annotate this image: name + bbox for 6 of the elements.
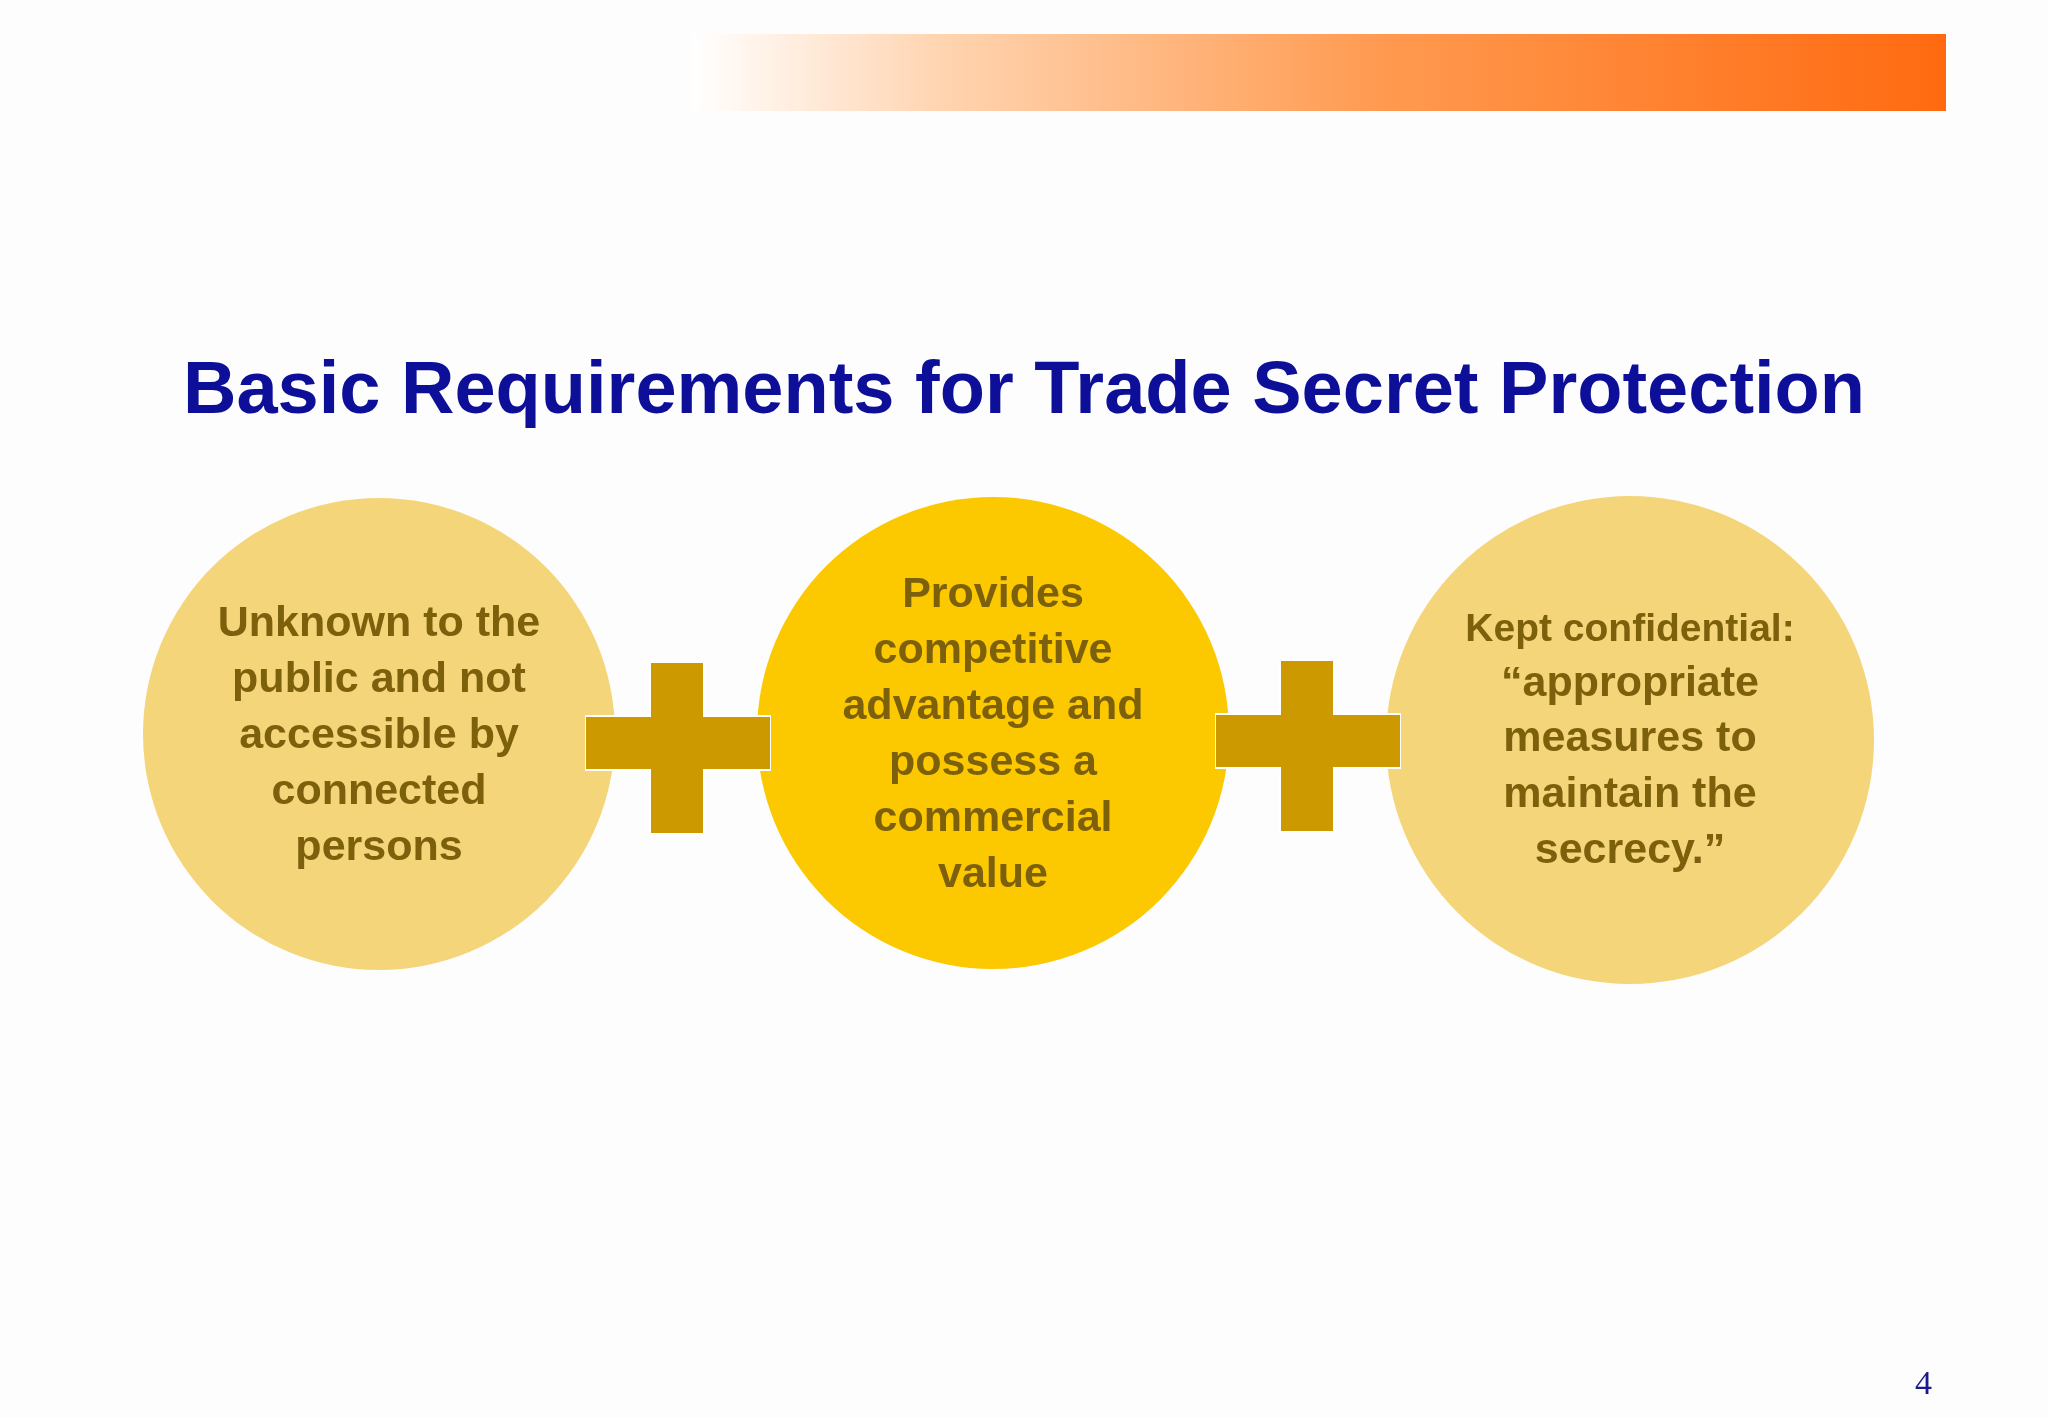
requirement-text: Unknown to the public and not accessible by connected persons bbox=[216, 596, 542, 871]
requirement-text: Provides competitive advantage and possess a commercial value bbox=[841, 567, 1145, 898]
page-number: 4 bbox=[1915, 1364, 1932, 1402]
requirement-text: “appropriate measures to maintain the secrecy.” bbox=[1499, 655, 1760, 875]
requirement-heading: Kept confidential: bbox=[1465, 604, 1795, 651]
slide-title: Basic Requirements for Trade Secret Protection bbox=[182, 345, 1866, 430]
